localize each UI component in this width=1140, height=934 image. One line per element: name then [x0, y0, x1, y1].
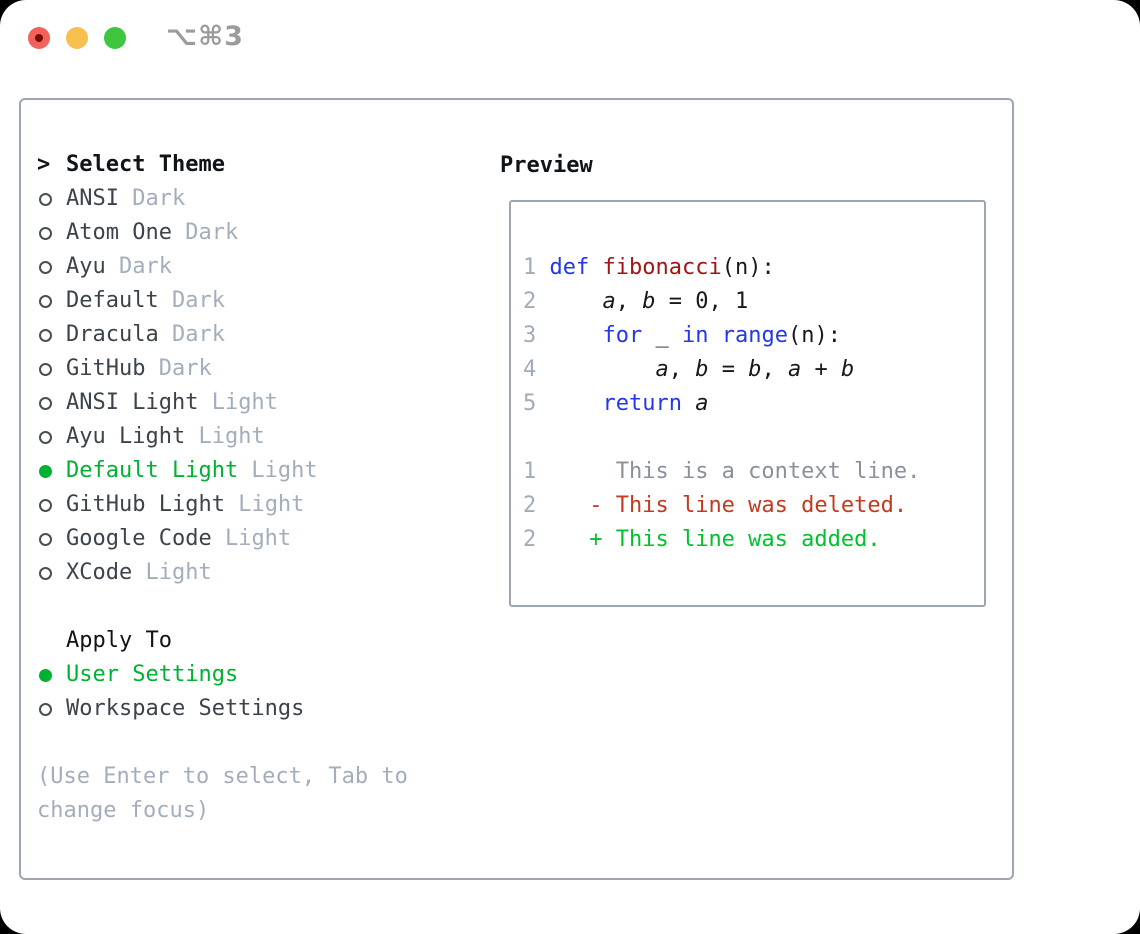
code-line: 4 a, b = b, a + b — [523, 357, 855, 382]
option-variant: Dark — [118, 186, 186, 211]
theme-list-column: > Select Theme ANSI Dark Atom One Dark A… — [37, 148, 477, 828]
minimize-button[interactable] — [66, 27, 88, 49]
theme-item-github[interactable]: GitHub Dark — [37, 352, 477, 386]
theme-item-default-light[interactable]: Default Light Light — [37, 454, 477, 488]
radio-icon — [39, 464, 52, 478]
option-name: Default — [66, 288, 159, 313]
option-name: User Settings — [66, 662, 239, 687]
diff-line: 2 + This line was added. — [523, 527, 881, 552]
select-theme-header: > Select Theme — [37, 148, 477, 182]
option-variant: Light — [132, 560, 212, 585]
theme-options-list: ANSI Dark Atom One Dark Ayu Dark Default… — [37, 182, 477, 590]
preview-box: 1 def fibonacci(n): 2 a, b = 0, 1 3 for _ … — [509, 200, 986, 607]
code-line: 2 a, b = 0, 1 — [523, 289, 749, 314]
apply-to-options-list: User Settings Workspace Settings — [37, 658, 477, 726]
apply-to-title: Apply To — [66, 628, 172, 653]
option-name: Workspace Settings — [66, 696, 305, 721]
focus-caret-icon: > — [37, 152, 51, 177]
apply-to-header: Apply To — [37, 624, 477, 658]
option-name: Atom One — [66, 220, 172, 245]
help-text: (Use Enter to select, Tab to change focu… — [37, 764, 408, 823]
code-line: 1 def fibonacci(n): — [523, 255, 775, 280]
gap — [37, 590, 477, 624]
theme-item-google-code[interactable]: Google Code Light — [37, 522, 477, 556]
theme-picker-panel: > Select Theme ANSI Dark Atom One Dark A… — [19, 98, 1014, 880]
radio-icon — [39, 260, 52, 274]
option-variant: Dark — [145, 356, 212, 381]
option-name: GitHub — [66, 356, 146, 381]
option-variant: Dark — [158, 322, 225, 347]
apply-option-workspace-settings[interactable]: Workspace Settings — [37, 692, 477, 726]
option-variant: Dark — [171, 220, 239, 245]
option-name: Google Code — [66, 526, 212, 551]
gap — [37, 726, 477, 760]
option-variant: Light — [238, 458, 318, 483]
option-variant: Light — [185, 424, 265, 449]
blank-line — [523, 421, 984, 455]
radio-icon — [39, 396, 52, 410]
code-line: 3 for _ in range(n): — [523, 323, 841, 348]
theme-item-default[interactable]: Default Dark — [37, 284, 477, 318]
diff-line: 2 - This line was deleted. — [523, 493, 908, 518]
maximize-button[interactable] — [104, 27, 126, 49]
theme-item-ayu[interactable]: Ayu Dark — [37, 250, 477, 284]
option-variant: Light — [224, 492, 305, 517]
theme-item-ayu-light[interactable]: Ayu Light Light — [37, 420, 477, 454]
option-name: Dracula — [66, 322, 159, 347]
apply-option-user-settings[interactable]: User Settings — [37, 658, 477, 692]
radio-icon — [39, 430, 52, 444]
option-name: ANSI — [66, 186, 119, 211]
close-button[interactable] — [28, 27, 50, 49]
option-name: Default Light — [66, 458, 239, 483]
theme-item-ansi[interactable]: ANSI Dark — [37, 182, 477, 216]
option-name: GitHub Light — [66, 492, 225, 517]
radio-icon — [39, 294, 52, 308]
radio-icon — [39, 668, 52, 682]
option-variant: Dark — [158, 288, 225, 313]
select-theme-title: Select Theme — [66, 152, 225, 177]
option-variant: Light — [198, 390, 278, 415]
radio-icon — [39, 702, 52, 716]
option-variant: Dark — [105, 254, 172, 279]
theme-item-ansi-light[interactable]: ANSI Light Light — [37, 386, 477, 420]
diff-line: 1 This is a context line. — [523, 459, 921, 484]
radio-icon — [39, 362, 52, 376]
theme-item-atom-one[interactable]: Atom One Dark — [37, 216, 477, 250]
radio-icon — [39, 566, 52, 580]
option-name: ANSI Light — [66, 390, 199, 415]
close-dot-icon — [35, 34, 43, 42]
option-variant: Light — [211, 526, 292, 551]
theme-item-dracula[interactable]: Dracula Dark — [37, 318, 477, 352]
option-name: Ayu Light — [66, 424, 186, 449]
preview-code: 1 def fibonacci(n): 2 a, b = 0, 1 3 for _ … — [511, 202, 984, 557]
radio-icon — [39, 532, 52, 546]
radio-icon — [39, 328, 52, 342]
theme-item-xcode[interactable]: XCode Light — [37, 556, 477, 590]
radio-icon — [39, 226, 52, 240]
code-line: 5 return a — [523, 391, 709, 416]
radio-icon — [39, 498, 52, 512]
titlebar: ⌥⌘3 — [0, 0, 1140, 97]
option-name: XCode — [66, 560, 133, 585]
radio-icon — [39, 192, 52, 206]
preview-title: Preview — [500, 153, 593, 178]
theme-item-github-light[interactable]: GitHub Light Light — [37, 488, 477, 522]
window-title: ⌥⌘3 — [166, 21, 244, 52]
option-name: Ayu — [66, 254, 106, 279]
